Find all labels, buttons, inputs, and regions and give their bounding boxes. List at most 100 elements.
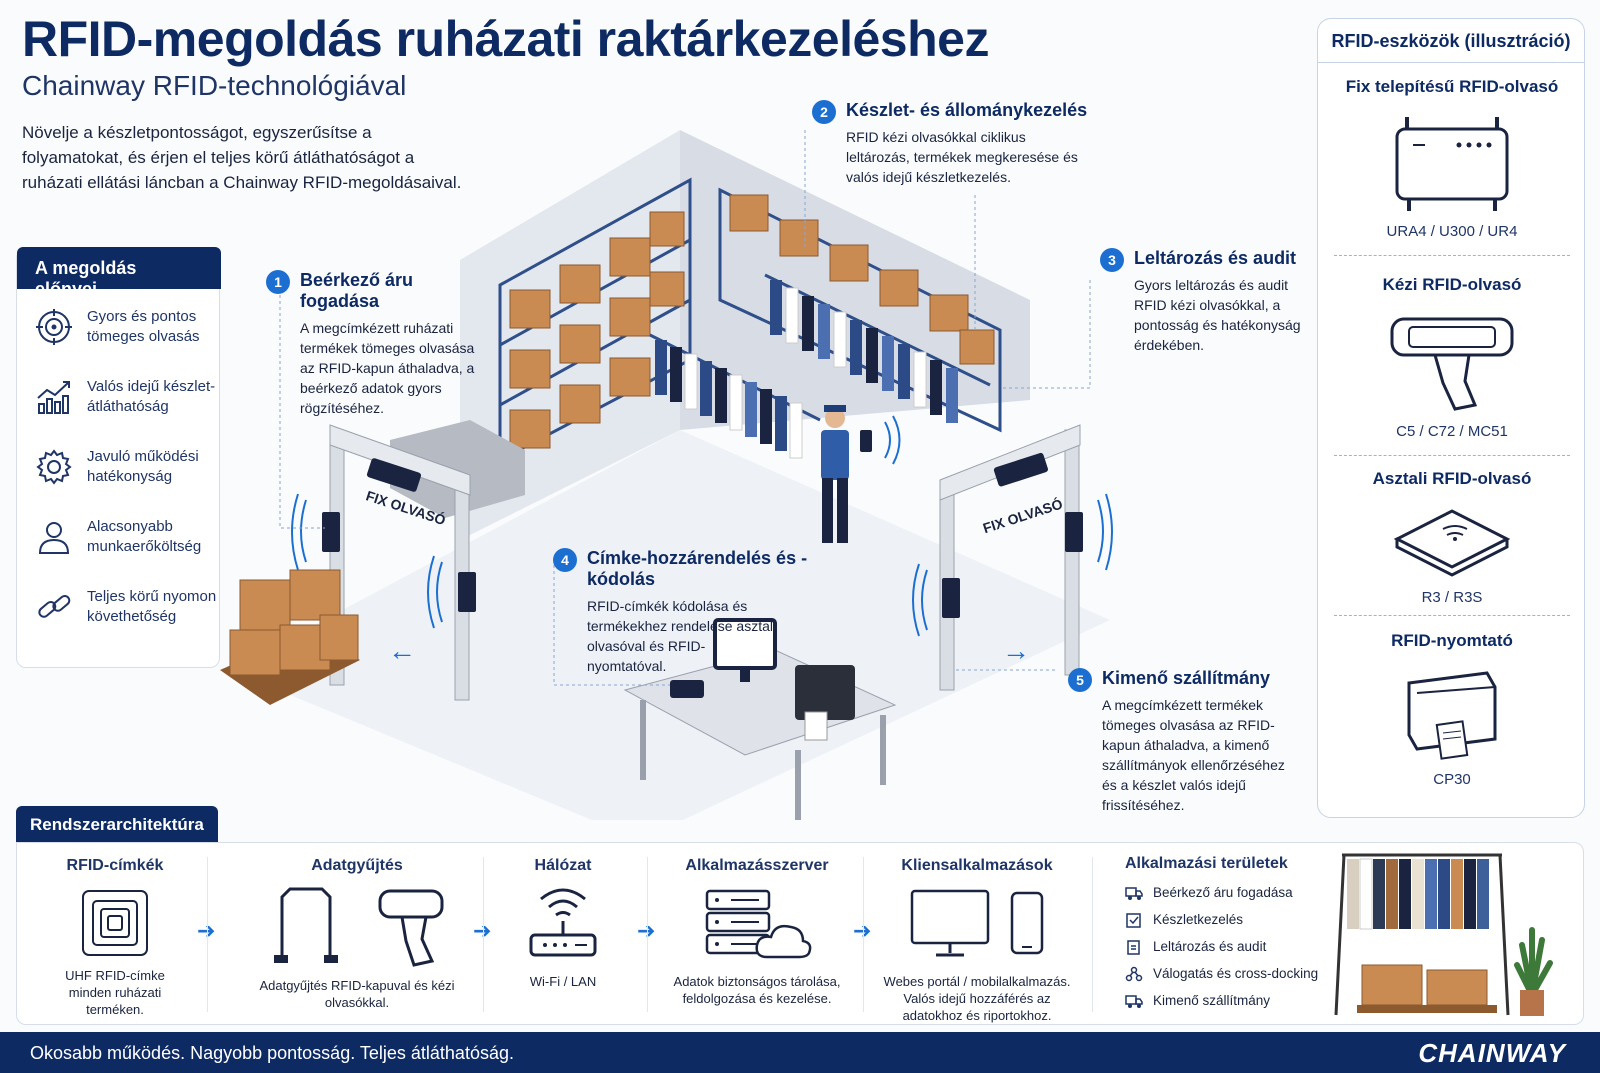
monitor-phone-icon (910, 889, 1044, 957)
device-title: Fix telepítésű RFID-olvasó (1345, 77, 1559, 96)
flow-arrow-icon: ➔ (197, 918, 216, 943)
link-icon (38, 594, 71, 618)
target-icon (36, 309, 72, 345)
shipping-icon (1125, 994, 1143, 1008)
brand-logo: CHAINWAY (1418, 1038, 1566, 1068)
device-handheld-reader: Kézi RFID-olvasó C5 / C72 / MC51 (1328, 275, 1576, 440)
clipboard-icon (1127, 939, 1140, 955)
divider (1092, 857, 1093, 1012)
footer-bar: Okosabb működés. Nagyobb pontosság. Telj… (0, 1032, 1600, 1073)
flow-arrow-icon: ➔ (853, 918, 872, 943)
callout-audit: 3 Leltározás és audit Gyors leltározás é… (1100, 248, 1310, 355)
app-item: Beérkező áru fogadása (1125, 879, 1318, 906)
device-title: RFID-nyomtató (1391, 631, 1513, 650)
callout-body: A megcímkézett termékek tömeges olvasása… (1102, 697, 1285, 813)
worker-figure (821, 405, 901, 543)
divider (1334, 255, 1570, 256)
app-item: Válogatás és cross-docking (1125, 960, 1318, 987)
device-models: URA4 / U300 / UR4 (1386, 223, 1518, 240)
page-subtitle: Chainway RFID-technológiával (22, 70, 407, 101)
devices-panel: RFID-eszközök (illusztráció) Fix telepít… (1317, 18, 1585, 818)
divider (863, 857, 864, 1012)
intro-text: Növelje a készletpontosságot, egyszerűsí… (22, 123, 462, 192)
arch-col-title: Kliensalkalmazások (901, 857, 1053, 874)
arch-col-title: Alkalmazásszerver (685, 857, 829, 874)
architecture-title: Rendszerarchitektúra (16, 806, 218, 842)
arch-col-desc: Webes portál / mobilalkalmazás. Valós id… (883, 974, 1071, 1023)
router-icon (529, 888, 597, 957)
arch-col-network: Hálózat Wi-Fi / LAN (503, 843, 623, 1026)
conveyor (390, 420, 525, 518)
callout-number: 3 (1100, 248, 1124, 272)
benefit-label: Valós idejű készlet-átláthatóság (87, 378, 216, 415)
arch-col-server: Alkalmazásszerver Adatok biztonságos tár… (657, 843, 857, 1026)
benefit-label: Alacsonyabb munkaerőköltség (87, 518, 202, 555)
outbound-arrow-icon: → (1002, 635, 1030, 666)
clothing-rack-illustration (1334, 853, 1553, 1016)
shelving-left (498, 177, 692, 463)
arch-col-desc: UHF RFID-címke minden ruházati terméken. (65, 968, 165, 1017)
callout-number: 1 (266, 270, 290, 294)
inbound-arrow-icon: ← (388, 635, 416, 666)
gear-icon (36, 449, 72, 485)
collection-devices-icon (274, 887, 444, 967)
handheld-reader-icon (1390, 317, 1514, 411)
benefit-item: Gyors és pontos tömeges olvasás (35, 303, 219, 351)
benefits-panel: A megoldás előnyei Gyors és pontos tömeg… (16, 247, 221, 668)
callout-title: Címke-hozzárendelés és -kódolás (587, 548, 808, 589)
desktop-reader-icon (1393, 509, 1511, 577)
divider (647, 857, 648, 1012)
callout-title: Kimenő szállítmány (1102, 668, 1271, 688)
page-title: RFID-megoldás ruházati raktárkezeléshez (22, 11, 989, 67)
arch-col-title: RFID-címkék (66, 857, 164, 874)
app-label: Leltározás és audit (1153, 939, 1267, 954)
app-label: Válogatás és cross-docking (1153, 966, 1319, 981)
footer-slogan: Okosabb működés. Nagyobb pontosság. Telj… (30, 1043, 514, 1063)
printer-icon (1407, 671, 1497, 760)
arch-col-title: Adatgyűjtés (311, 857, 403, 874)
arch-col-collection: Adatgyűjtés Adatgyűjtés RFID-kapuval és … (232, 843, 482, 1026)
device-models: R3 / R3S (1421, 589, 1483, 606)
encoding-desk (623, 618, 897, 820)
device-desktop-reader: Asztali RFID-olvasó R3 / R3S (1328, 469, 1576, 606)
arch-col-title: Hálózat (534, 857, 592, 874)
device-models: CP30 (1433, 771, 1471, 788)
warehouse-floor (230, 430, 1110, 820)
callout-title: Beérkező áru fogadása (300, 270, 414, 311)
divider (207, 857, 208, 1012)
divider (483, 857, 484, 1012)
arch-col-tags: RFID-címkék UHF RFID-címke minden ruháza… (35, 843, 195, 1026)
callout-number: 5 (1068, 668, 1092, 692)
divider (1334, 455, 1570, 456)
callout-number: 4 (553, 548, 577, 572)
app-label: Kimenő szállítmány (1153, 993, 1271, 1008)
arch-col-desc: Adatgyűjtés RFID-kapuval és kézi olvasók… (259, 978, 455, 1010)
checklist-icon (1126, 912, 1141, 928)
callout-title: Készlet- és állománykezelés (846, 100, 1088, 120)
app-item: Kimenő szállítmány (1125, 987, 1318, 1014)
benefits-title: A megoldás előnyei (17, 247, 221, 299)
person-icon (38, 522, 70, 554)
app-label: Beérkező áru fogadása (1153, 885, 1293, 900)
chart-icon (37, 381, 70, 414)
callout-outbound: 5 Kimenő szállítmány A megcímkézett term… (1068, 668, 1298, 815)
callout-number: 2 (812, 100, 836, 124)
callout-inventory: 2 Készlet- és állománykezelés RFID kézi … (812, 100, 1092, 187)
network-icon (1125, 966, 1143, 981)
benefit-label: Javuló működési hatékonyság (87, 448, 199, 485)
arch-col-desc: Wi-Fi / LAN (529, 974, 597, 989)
flow-arrow-icon: ➔ (637, 918, 656, 943)
truck-icon (1125, 886, 1143, 900)
architecture-panel: RFID-címkék UHF RFID-címke minden ruháza… (16, 842, 1584, 1025)
callout-inbound: 1 Beérkező áru fogadása A megcímkézett r… (266, 270, 486, 418)
device-models: C5 / C72 / MC51 (1396, 423, 1508, 440)
benefit-item: Javuló működési hatékonyság (35, 443, 219, 491)
device-fixed-reader: Fix telepítésű RFID-olvasó URA4 / U300 /… (1328, 77, 1576, 240)
callout-body: RFID kézi olvasókkal ciklikus leltározás… (846, 129, 1078, 185)
warehouse-illustration: FIX OLVASÓ ← FIX OLVASÓ → (220, 130, 1113, 820)
flow-arrow-icon: ➔ (473, 918, 492, 943)
divider (1334, 615, 1570, 616)
benefit-label: Teljes körű nyomon követhetőség (87, 588, 217, 625)
benefit-item: Alacsonyabb munkaerőköltség (35, 513, 219, 561)
app-item: Leltározás és audit (1125, 933, 1318, 960)
